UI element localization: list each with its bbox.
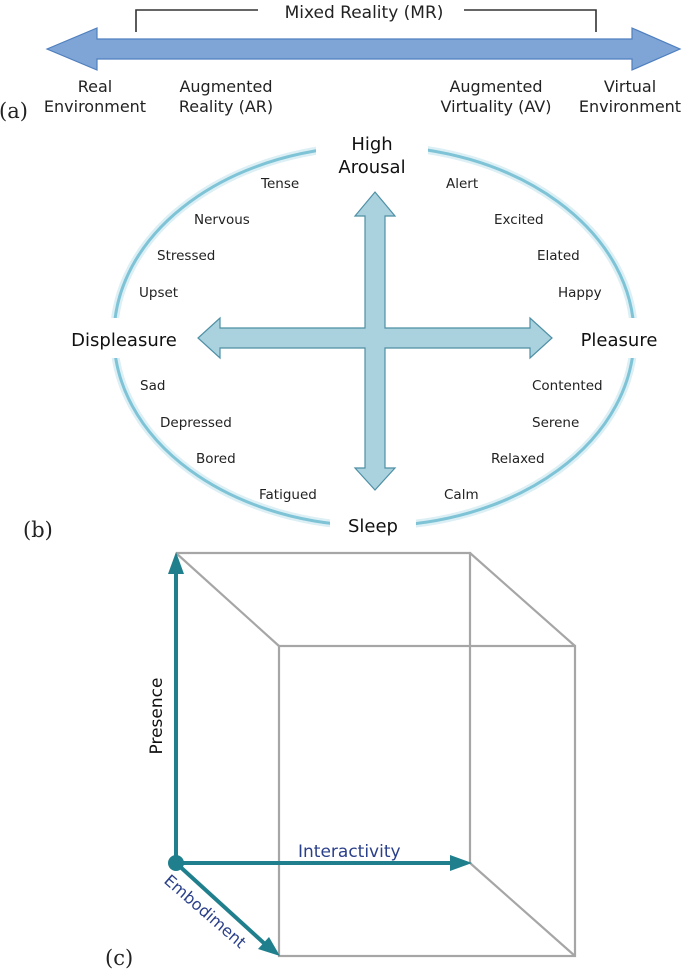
gap-top [316, 128, 428, 168]
panel-b-tag: (b) [23, 518, 53, 542]
label-virtual-1: Virtual [604, 77, 656, 96]
label-ar-1: Augmented [179, 77, 272, 96]
embodiment-arrowhead [258, 937, 280, 956]
emotion-lr-3: Calm [444, 487, 479, 503]
label-av-2: Virtuality (AV) [441, 97, 552, 116]
pole-right: Pleasure [581, 330, 658, 351]
label-real-1: Real [78, 77, 113, 96]
emotion-ll-0: Sad [140, 378, 165, 394]
label-virtual-2: Environment [579, 97, 681, 116]
label-ar-2: Reality (AR) [179, 97, 273, 116]
emotion-lr-1: Serene [532, 415, 579, 431]
emotion-ul-3: Upset [139, 285, 178, 301]
pole-bottom: Sleep [348, 516, 398, 537]
presence-arrowhead [168, 552, 184, 574]
reality-continuum-arrow [45, 27, 682, 71]
pole-top-1: High [351, 134, 392, 155]
panel-b: (b) High Arousal Sleep Displeasure Pleas… [23, 128, 676, 544]
emotion-lr-2: Relaxed [491, 451, 545, 467]
mr-bracket-label: Mixed Reality (MR) [285, 3, 444, 23]
emotion-ll-2: Bored [196, 451, 236, 467]
mr-bracket [135, 9, 597, 32]
axis-label-embodiment: Embodiment [160, 871, 250, 952]
panel-c-tag: (c) [105, 946, 133, 970]
emotion-ll-3: Fatigued [259, 487, 317, 503]
emotion-ll-1: Depressed [160, 415, 232, 431]
panel-c: Presence Interactivity Embodiment (c) [105, 551, 577, 970]
gap-left [60, 318, 184, 358]
emotion-ur-2: Elated [537, 248, 580, 264]
panel-a-tag: (a) [0, 99, 28, 123]
gap-bottom [330, 508, 416, 544]
pole-top-2: Arousal [338, 157, 405, 178]
cube-axes [168, 552, 472, 956]
arousal-pleasure-cross [197, 191, 553, 491]
emotion-ul-1: Nervous [194, 212, 250, 228]
emotion-ul-0: Tense [260, 176, 299, 192]
emotion-ur-3: Happy [558, 285, 602, 301]
gap-right [566, 318, 676, 358]
interactivity-arrowhead [450, 855, 472, 871]
axes-origin-dot [168, 855, 184, 871]
panel-a: Mixed Reality (MR) (a) Real Environment … [0, 3, 682, 123]
label-real-2: Environment [44, 97, 146, 116]
label-av-1: Augmented [449, 77, 542, 96]
axis-label-presence: Presence [147, 678, 167, 755]
emotion-ur-0: Alert [446, 176, 478, 192]
emotion-ul-2: Stressed [157, 248, 215, 264]
emotion-lr-0: Contented [532, 378, 603, 394]
emotion-ur-1: Excited [494, 212, 544, 228]
pole-left: Displeasure [71, 330, 177, 351]
cube-wireframe [175, 551, 577, 958]
axis-label-interactivity: Interactivity [298, 842, 401, 862]
